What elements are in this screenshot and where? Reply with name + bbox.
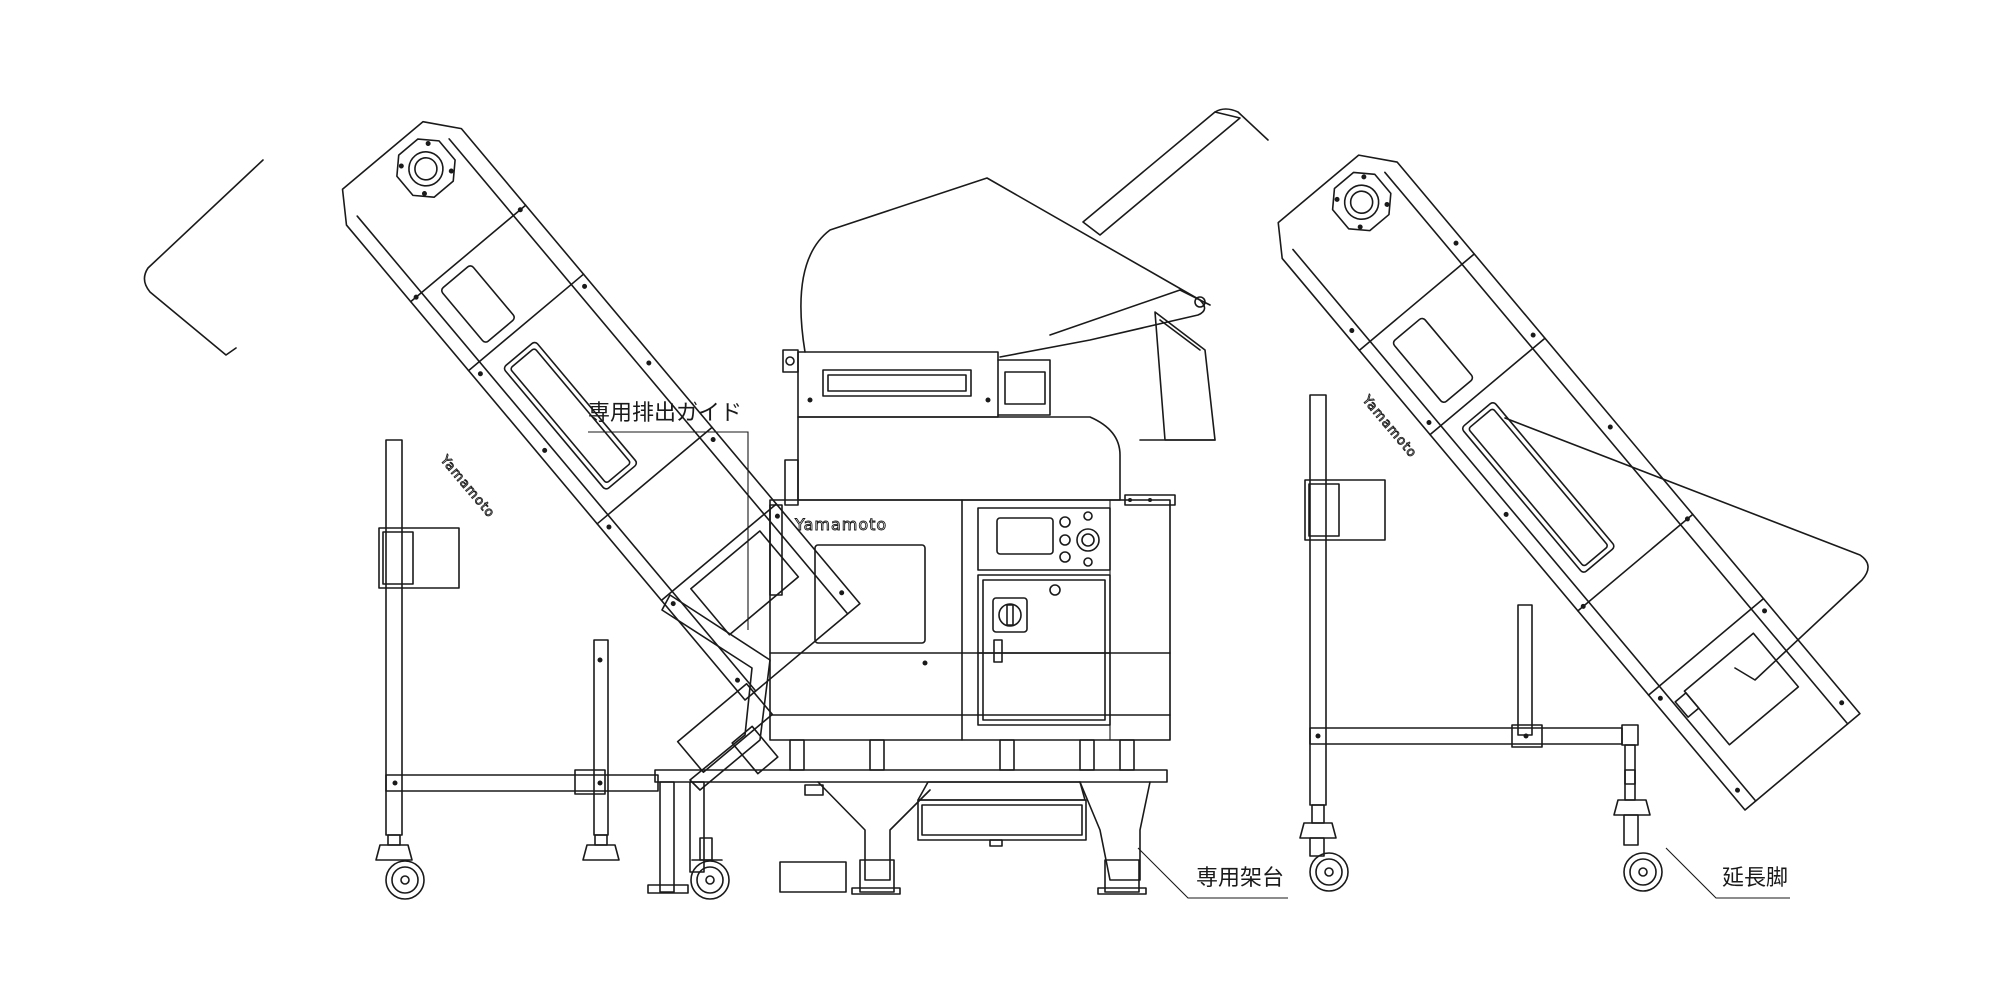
upper-housing — [782, 349, 1051, 418]
callout-extension-legs-label: 延長脚 — [1722, 866, 1788, 891]
right-conveyor-top-cover — [1082, 111, 1241, 236]
control-panel — [977, 507, 1111, 571]
cabinet-latch — [993, 639, 1003, 663]
extension-legs — [1311, 724, 1639, 824]
right-caster-front — [1299, 822, 1349, 892]
main-unit: Yamamoto — [769, 177, 1216, 741]
callout-discharge-guide-label: 専用排出ガイド — [588, 401, 742, 426]
left-conveyor-motor-mount — [396, 138, 456, 199]
callout-dedicated-stand: 専用架台 — [1137, 847, 1288, 899]
indicator-lamp-3 — [1059, 551, 1071, 563]
emergency-stop-button — [1076, 528, 1100, 552]
indicator-lamp-2 — [1059, 534, 1071, 546]
drop-tray — [779, 861, 847, 893]
right-conveyor: Yamamoto — [1082, 108, 1869, 892]
indicator-lamp-1 — [1059, 516, 1071, 528]
left-conveyor-brand: Yamamoto — [436, 452, 497, 521]
indicator-lamp-4 — [1083, 511, 1093, 521]
callout-discharge-guide: 専用排出ガイド — [588, 401, 749, 630]
left-conveyor-hopper-cover — [143, 159, 264, 356]
right-conveyor-boom — [1277, 154, 1861, 811]
right-conveyor-motor-mount — [1331, 171, 1392, 232]
inspection-window — [814, 544, 926, 644]
cabinet-lamp — [1049, 584, 1061, 596]
discharge-guide — [661, 594, 779, 791]
callout-dedicated-stand-label: 専用架台 — [1196, 866, 1284, 891]
left-conveyor: Yamamoto — [143, 120, 861, 900]
collection-bin — [917, 781, 1087, 847]
right-conveyor-discharge-guard — [1504, 417, 1869, 681]
main-unit-brand: Yamamoto — [794, 515, 887, 534]
indicator-lamp-5 — [1083, 557, 1093, 567]
electrical-cabinet — [977, 574, 1111, 726]
right-caster-rear — [1613, 799, 1663, 892]
left-caster-front — [375, 834, 425, 900]
callout-extension-legs: 延長脚 — [1665, 847, 1790, 899]
feed-hood — [800, 177, 1216, 441]
dedicated-stand — [647, 739, 1168, 895]
display-screen — [996, 517, 1054, 555]
left-conveyor-boom — [341, 120, 861, 701]
cutter-housing — [784, 416, 1176, 506]
breaker-switch — [992, 597, 1028, 633]
left-caster-rear — [582, 834, 730, 900]
